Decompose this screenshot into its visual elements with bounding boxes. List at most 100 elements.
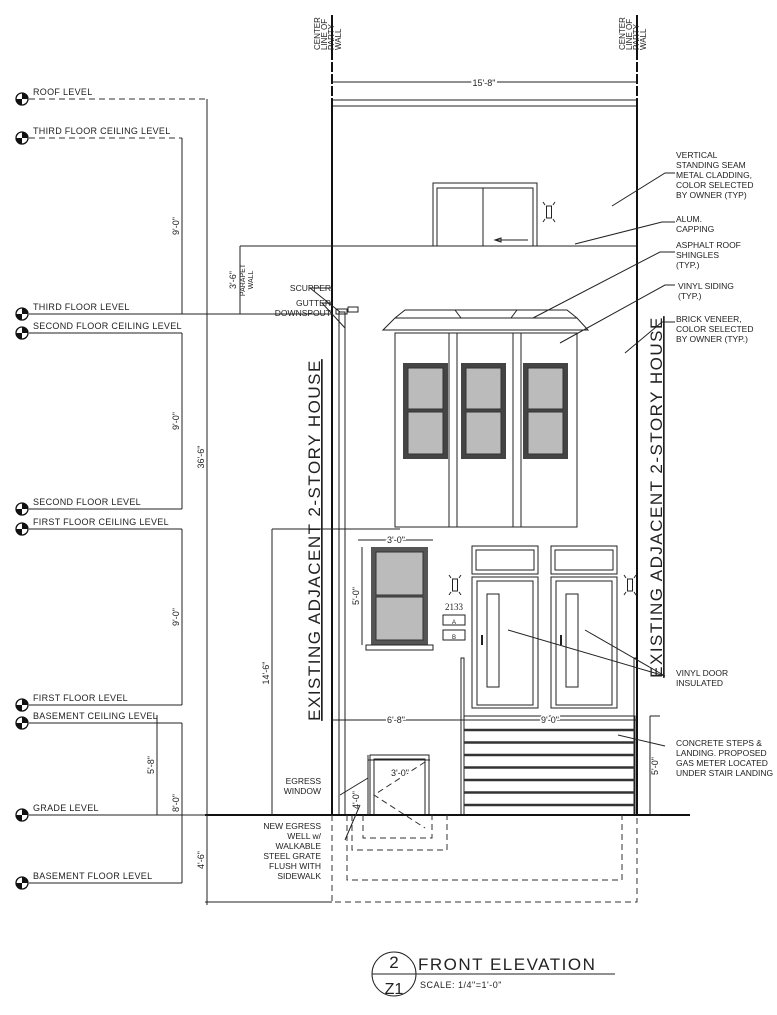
wall-light-icon [448,574,462,596]
dim-first-floor: 9'-0" [171,608,181,626]
dim-overall-width: 15'-8" [473,78,496,88]
level-datum-icon [15,522,29,536]
level-label: BASEMENT FLOOR LEVEL [33,871,152,881]
parapet-cap [331,99,638,107]
party-wall-label-line: CENTER [618,17,627,50]
dimension-lines [156,81,660,905]
note-text: COLOR SELECTED [676,180,753,190]
vinyl-siding [394,332,578,528]
adjacent-house-label-left: EXISTING ADJACENT 2-STORY HOUSE [305,359,324,721]
note-text: SCUPPER [290,283,331,293]
party-wall-label-line: WALL [334,28,343,50]
bay-window-projection [381,309,590,528]
dim-basement-height: 8'-0" [171,794,181,812]
dim-egress-width: 3'-0" [391,768,409,778]
level-datum-icon [15,307,29,321]
mailbox-b: B [442,629,466,641]
window-3 [523,363,568,459]
party-wall-label-line: LINE OF [625,19,634,50]
level-label: ROOF LEVEL [33,87,93,97]
gutter-downspout [338,311,346,816]
window-1 [403,363,448,459]
note-text: (TYP.) [678,291,702,301]
level-datum-icon [15,808,29,822]
note-text: ALUM. [676,214,702,224]
level-datum-icon [15,326,29,340]
note-text: BY OWNER (TYP) [676,190,747,200]
dim-window-height: 5'-0" [351,587,361,605]
note-text: ASPHALT ROOF [676,240,741,250]
note-text: (TYP.) [676,260,700,270]
note-text: WELL w/ [287,831,321,841]
egress-well [351,815,448,851]
note-text: WALKABLE [275,841,321,851]
dim-parapet: 3'-6" [228,271,238,289]
note-text: VERTICAL [676,150,718,160]
wall-light-icon [623,574,637,596]
note-siding: VINYL SIDING(TYP.) [678,281,734,301]
party-wall-label-line: PARTY [632,23,641,50]
note-text: METAL CLADDING, [676,170,752,180]
window-2 [461,363,506,459]
leader-lines [308,172,675,841]
entry-door-b [550,545,618,709]
dim-basement-above-grade: 5'-8" [146,756,156,774]
party-wall-label-line: WALL [639,28,648,50]
level-marker-third-ceiling: THIRD FLOOR CEILING LEVEL [15,126,182,145]
dim-left-section: 6'-8" [387,715,405,725]
note-text: CAPPING [676,224,714,234]
note-text: INSULATED [676,678,723,688]
party-wall-label-line: CENTER [313,17,322,50]
dim-egress-height: 4'-0" [351,791,361,809]
level-marker-basement-floor: BASEMENT FLOOR LEVEL [15,871,182,890]
address-number: 2133 [445,602,464,612]
level-label: THIRD FLOOR CEILING LEVEL [33,126,171,136]
level-label: GRADE LEVEL [33,803,99,813]
wall-light-icon [542,201,556,223]
mailbox-a: A [442,614,466,626]
drawing-title: FRONT ELEVATION [418,955,596,974]
note-text: STEEL GRATE [263,851,321,861]
dim-below-grade: 4'-6" [196,851,206,869]
level-label: SECOND FLOOR LEVEL [33,497,141,507]
note-text: BRICK VENEER, [676,314,742,324]
dim-third-floor: 9'-0" [171,217,181,235]
parapet-label: WALL [248,270,255,289]
note-text: LANDING. PROPOSED [676,748,767,758]
level-marker-roof: ROOF LEVEL [15,87,207,106]
parapet-label: PARAPET [240,263,247,296]
level-label: BASEMENT CEILING LEVEL [33,711,158,721]
egress-window [369,754,430,829]
second-floor-windows [403,363,568,459]
bay-roof [381,317,590,331]
entry-door-a [471,545,539,709]
note-text: SIDEWALK [277,871,321,881]
note-text: STANDING SEAM [676,160,746,170]
level-datum-icon [15,716,29,730]
note-text: UNDER STAIR LANDING [676,768,773,778]
building-facade: 2133 A B [331,15,638,829]
level-datum-icon [15,92,29,106]
party-wall-lines [331,15,638,815]
adjacent-house-label-right: EXISTING ADJACENT 2-STORY HOUSE [647,316,666,678]
level-label: FIRST FLOOR LEVEL [33,693,128,703]
party-wall-label-line: PARTY [327,23,336,50]
svg-text:A: A [452,620,456,626]
title-block: 2 Z1 FRONT ELEVATION SCALE: 1/4"=1'-0" [371,951,615,998]
level-marker-second-ceiling: SECOND FLOOR CEILING LEVEL [15,321,182,340]
party-wall-label-line: LINE OF [320,19,329,50]
level-marker-first-ceiling: FIRST FLOOR CEILING LEVEL [15,517,182,536]
note-text: NEW EGRESS [263,821,321,831]
dim-right-section: 9'-0" [541,715,559,725]
note-text: EGRESS [286,776,322,786]
dim-overall-height: 36'-6" [196,446,206,469]
